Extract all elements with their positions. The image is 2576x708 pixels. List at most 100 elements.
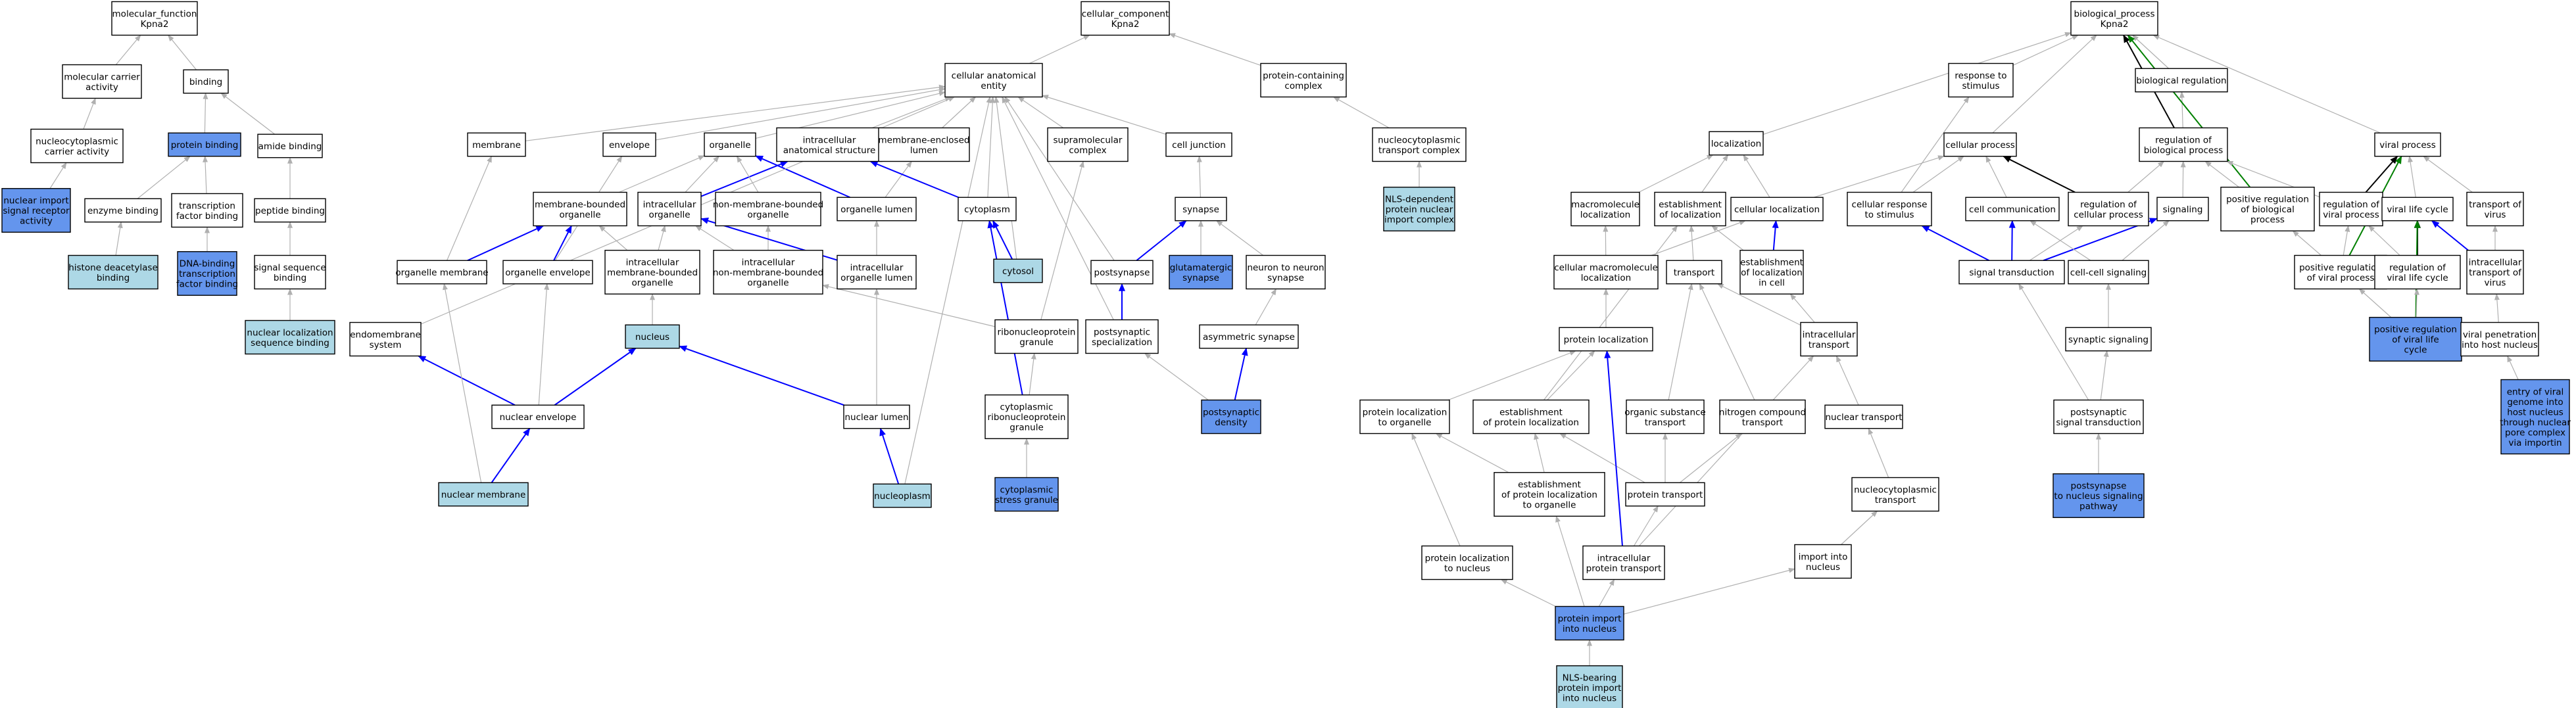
go-term-node-nlumen[interactable]: nuclear lumen	[843, 404, 910, 429]
go-term-node-amide[interactable]: amide binding	[257, 133, 323, 158]
go-term-node-ss[interactable]: synaptic signaling	[2065, 327, 2152, 352]
go-term-node-nenv[interactable]: nuclear envelope	[491, 404, 585, 429]
go-term-node-breg[interactable]: biological regulation	[2135, 68, 2228, 93]
go-term-node-transport[interactable]: transport	[1666, 260, 1722, 285]
go-term-node-ccs[interactable]: cell-cell signaling	[2068, 260, 2149, 285]
go-term-node-ploc[interactable]: protein localization	[1559, 327, 1653, 352]
go-term-node-ntrans[interactable]: nuclear transport	[1824, 404, 1903, 429]
go-term-node-cj[interactable]: cell junction	[1165, 132, 1232, 157]
go-term-node-nucleoplasm[interactable]: nucleoplasm	[873, 483, 932, 508]
go-term-node-ccom[interactable]: cell communication	[1965, 197, 2060, 222]
go-term-node-st[interactable]: signal transduction	[1958, 260, 2065, 285]
go-term-node-pepb[interactable]: peptide binding	[254, 198, 326, 223]
go-term-node-synapse[interactable]: synapse	[1175, 197, 1227, 222]
go-term-node-vp[interactable]: viral process	[2374, 132, 2441, 157]
go-term-node-oenv[interactable]: organelle envelope	[502, 260, 593, 285]
go-term-node-signaling[interactable]: signaling	[2156, 197, 2209, 222]
go-term-node-organelle[interactable]: organelle	[704, 132, 756, 157]
go-term-node-binding[interactable]: binding	[183, 69, 229, 94]
go-term-node-envelope[interactable]: envelope	[602, 132, 656, 157]
go-term-node-cp[interactable]: cellular process	[1943, 132, 2017, 157]
go-term-node-nmem[interactable]: nuclear membrane	[438, 482, 529, 507]
go-term-node-olumen[interactable]: organelle lumen	[837, 197, 917, 222]
go-term-node-loc[interactable]: localization	[1709, 131, 1764, 156]
go-term-node-enzb[interactable]: enzyme binding	[84, 198, 162, 223]
go-term-node-postsyn[interactable]: postsynapse	[1090, 260, 1154, 285]
go-term-node-omem[interactable]: organelle membrane	[395, 260, 489, 285]
go-term-node-cytosol[interactable]: cytosol	[993, 258, 1043, 283]
go-term-node-cytoplasm[interactable]: cytoplasm	[958, 197, 1017, 222]
go-term-node-membrane[interactable]: membrane	[467, 132, 526, 157]
go-term-node-asyn[interactable]: asymmetric synapse	[1199, 324, 1299, 349]
go-term-node-pb[interactable]: protein binding	[168, 132, 241, 157]
go-term-node-nucleus[interactable]: nucleus	[625, 324, 680, 349]
go-term-node-ptrans[interactable]: protein transport	[1625, 482, 1705, 507]
go-term-node-cloc[interactable]: cellular localization	[1730, 197, 1824, 222]
go-term-node-inmbo[interactable]: intracellularnon-membrane-boundedorganel…	[713, 250, 823, 295]
go-term-node-vlc[interactable]: viral life cycle	[2381, 197, 2454, 222]
